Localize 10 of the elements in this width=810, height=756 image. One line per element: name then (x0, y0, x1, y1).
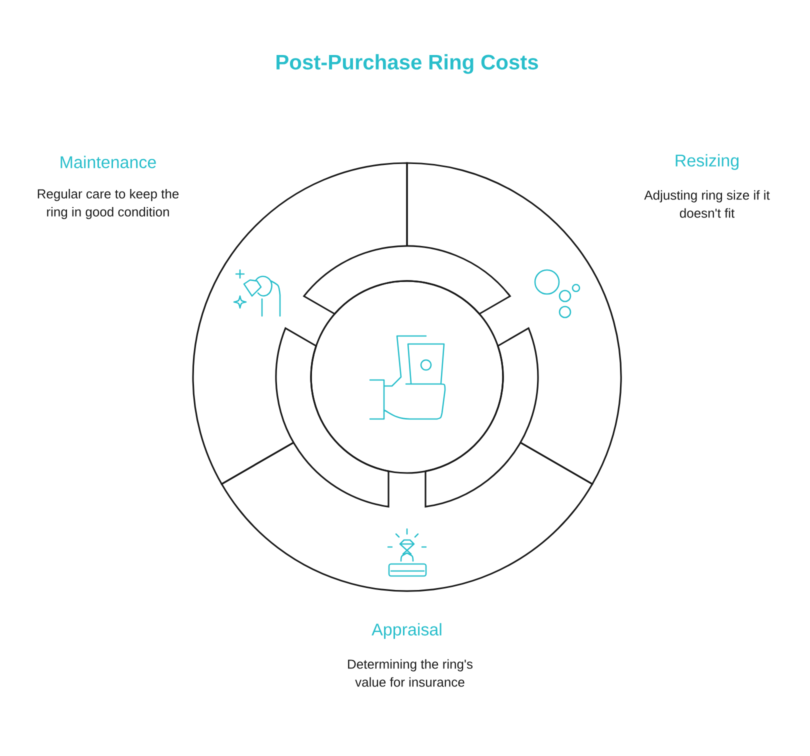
description: Adjusting ring size if it doesn't fit (644, 190, 770, 218)
description: Determining the ring's value for insurance (348, 659, 473, 687)
heading: Appraisal (372, 623, 442, 639)
heading: Maintenance (60, 156, 156, 168)
ring-segment (275, 327, 390, 508)
ring-segment (424, 327, 539, 508)
description: Regular care to keep the ring in good condition (38, 188, 179, 220)
ring-segment (303, 245, 511, 315)
title: Post-Purchase Ring Costs (276, 54, 538, 74)
heading: Resizing (676, 154, 738, 170)
